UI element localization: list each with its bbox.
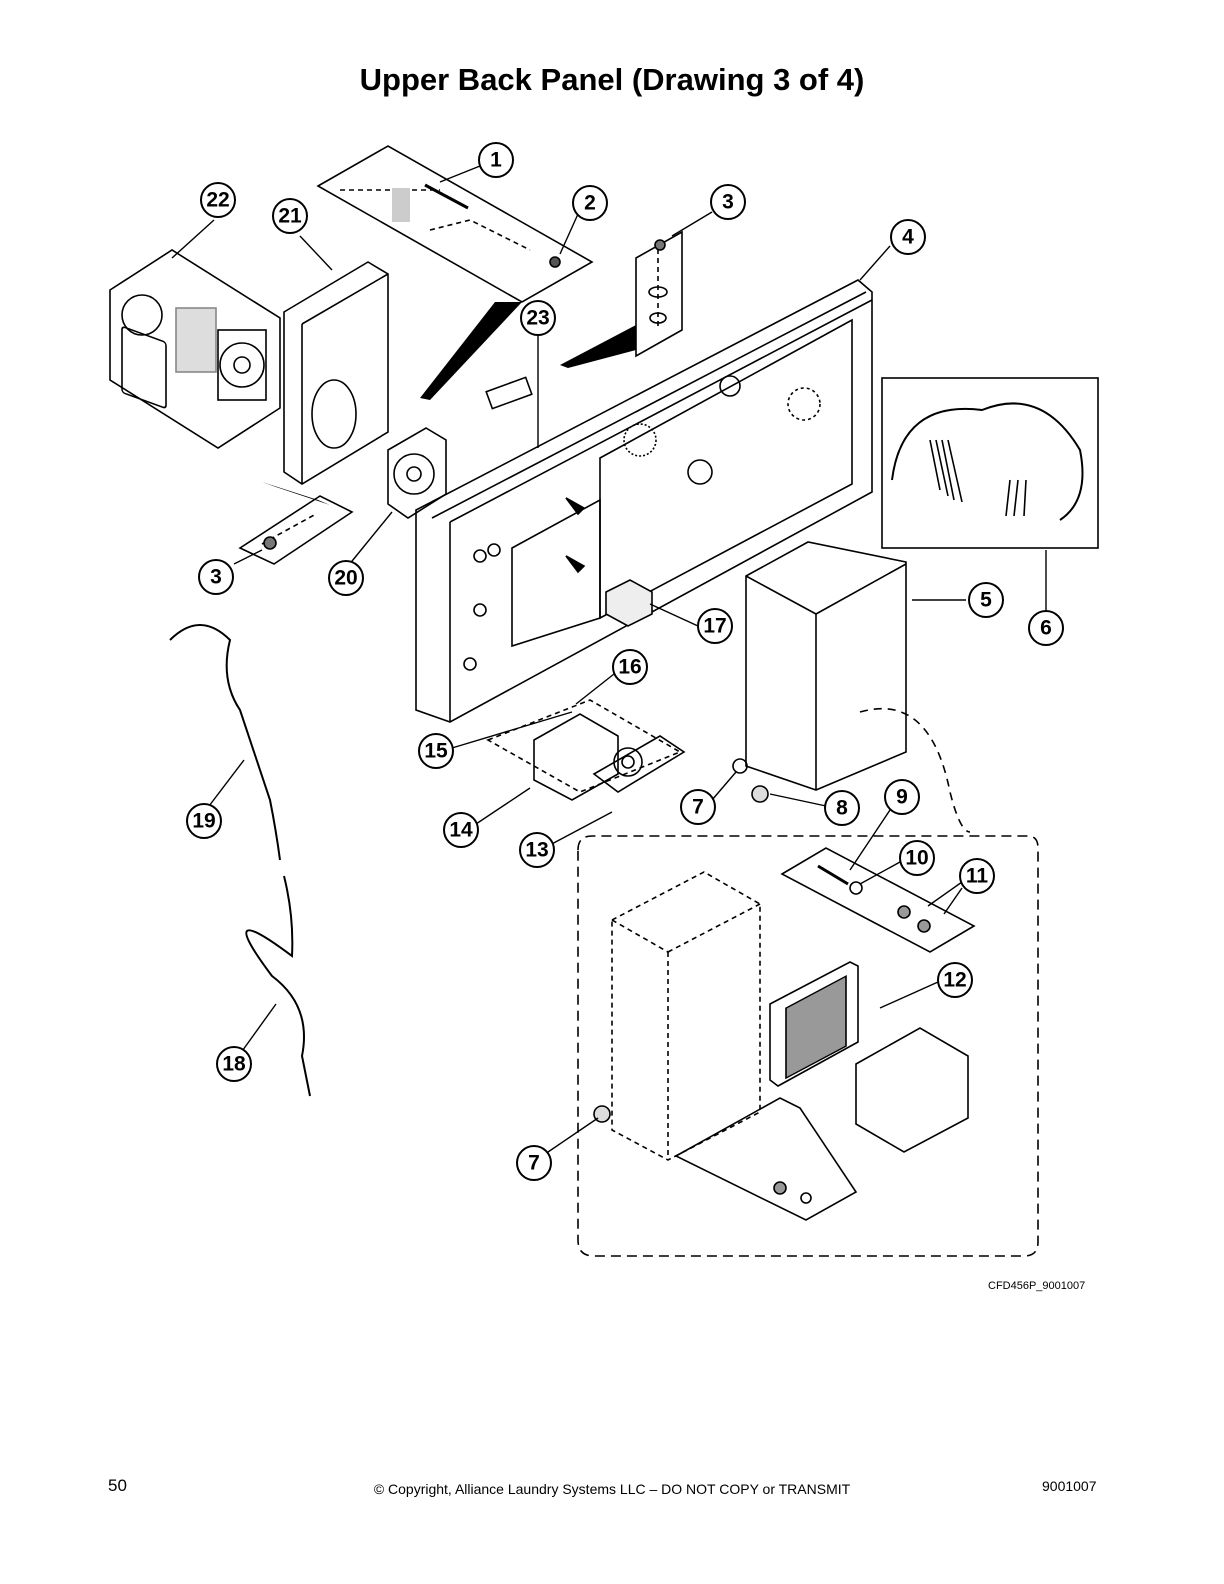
control-board xyxy=(769,961,969,1153)
fan-cover xyxy=(283,261,389,485)
callout-3-top: 3 xyxy=(710,184,746,220)
plug-button xyxy=(751,785,769,803)
callout-23: 23 xyxy=(520,300,556,336)
bracket-assembly xyxy=(486,699,686,801)
callout-2: 2 xyxy=(572,185,608,221)
drawing-id: CFD456P_9001007 xyxy=(988,1280,1086,1292)
svg-text:17: 17 xyxy=(703,615,726,638)
callout-4: 4 xyxy=(890,219,926,255)
callout-9: 9 xyxy=(884,779,920,815)
screw-detail-inset-bottom xyxy=(238,482,354,565)
fastener-detail-inset xyxy=(780,847,976,953)
svg-text:1: 1 xyxy=(490,149,502,172)
svg-text:23: 23 xyxy=(526,307,549,330)
svg-text:15: 15 xyxy=(424,740,448,763)
callout-20: 20 xyxy=(328,560,364,596)
upper-back-panel xyxy=(415,279,873,723)
cooling-fan xyxy=(387,427,447,519)
callout-5: 5 xyxy=(968,582,1004,618)
grommet xyxy=(732,758,748,774)
callout-11: 11 xyxy=(959,858,995,894)
warning-label xyxy=(485,376,533,410)
control-enclosure xyxy=(611,871,761,1161)
svg-text:14: 14 xyxy=(449,819,473,842)
callout-7-upper: 7 xyxy=(680,789,716,825)
callout-22: 22 xyxy=(200,182,236,218)
callout-10: 10 xyxy=(899,840,935,876)
svg-text:13: 13 xyxy=(525,839,548,862)
callout-8: 8 xyxy=(824,790,860,826)
svg-text:10: 10 xyxy=(905,847,928,870)
callout-6: 6 xyxy=(1028,610,1064,646)
callout-15: 15 xyxy=(418,733,454,769)
svg-text:18: 18 xyxy=(222,1053,246,1076)
svg-text:21: 21 xyxy=(278,205,302,228)
screw-detail-inset-top xyxy=(560,230,683,368)
leader-lines xyxy=(171,165,1047,1153)
svg-text:12: 12 xyxy=(943,969,966,992)
svg-text:4: 4 xyxy=(902,226,914,249)
page-number: 50 xyxy=(108,1476,127,1495)
wire-harness-18 xyxy=(245,875,311,1097)
document-number: 9001007 xyxy=(1042,1478,1097,1494)
svg-text:16: 16 xyxy=(618,656,641,679)
callout-14: 14 xyxy=(443,812,479,848)
callout-21: 21 xyxy=(272,198,308,234)
svg-text:11: 11 xyxy=(966,865,989,888)
svg-text:7: 7 xyxy=(692,796,704,819)
callout-7-lower: 7 xyxy=(516,1145,552,1181)
hinge-bolt-detail-inset xyxy=(316,145,594,400)
wire-harness-box xyxy=(881,377,1099,549)
callout-3-bottom: 3 xyxy=(198,559,234,595)
callout-1: 1 xyxy=(478,142,514,178)
svg-text:9: 9 xyxy=(896,786,908,809)
wire-harness-19 xyxy=(169,624,281,861)
svg-text:3: 3 xyxy=(210,566,222,589)
svg-text:5: 5 xyxy=(980,589,992,612)
callout-17: 17 xyxy=(697,608,733,644)
svg-text:20: 20 xyxy=(334,567,357,590)
svg-text:8: 8 xyxy=(836,797,848,820)
svg-text:6: 6 xyxy=(1040,617,1052,640)
copyright-notice: © Copyright, Alliance Laundry Systems LL… xyxy=(373,1481,851,1497)
callout-13: 13 xyxy=(519,832,555,868)
detail-region-outline xyxy=(577,835,1039,1257)
fan-guard-filter-kit xyxy=(109,249,281,449)
screw-detail-inset-lower xyxy=(674,1097,858,1221)
callout-12: 12 xyxy=(937,962,973,998)
svg-text:19: 19 xyxy=(192,810,215,833)
callout-18: 18 xyxy=(216,1046,252,1082)
svg-text:3: 3 xyxy=(722,191,734,214)
transformer xyxy=(605,579,653,627)
callout-19: 19 xyxy=(186,803,222,839)
svg-text:22: 22 xyxy=(206,189,229,212)
callout-16: 16 xyxy=(612,649,648,685)
svg-text:2: 2 xyxy=(584,192,596,215)
svg-text:7: 7 xyxy=(528,1152,540,1175)
page-title: Upper Back Panel (Drawing 3 of 4) xyxy=(359,62,865,97)
electrical-box xyxy=(745,541,971,833)
